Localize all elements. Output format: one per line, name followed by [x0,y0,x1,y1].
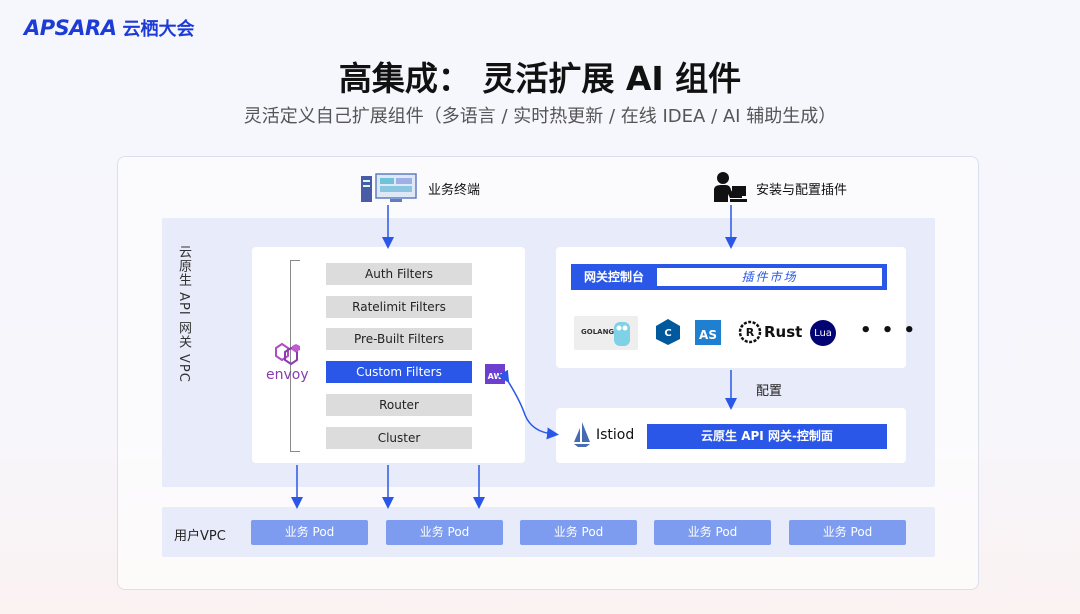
svg-text:R: R [746,326,755,339]
filter-ratelimit[interactable]: Ratelimit Filters [326,296,472,318]
logo-brand: APSARA [24,16,117,40]
assemblyscript-icon: AS [695,320,721,345]
filter-auth[interactable]: Auth Filters [326,263,472,285]
business-pod[interactable]: 业务 Pod [520,520,637,545]
plugin-market-button[interactable]: 插件市场 [657,268,882,286]
lua-icon: Lua [810,320,836,346]
filter-router[interactable]: Router [326,394,472,416]
more-languages-icon: • • • [860,320,918,341]
page-title: 高集成： 灵活扩展 AI 组件 [338,59,742,98]
business-terminal-label: 业务终端 [428,183,481,198]
istiod-label: Istiod [596,427,635,443]
install-plugin-label: 安装与配置插件 [756,183,848,198]
business-pod[interactable]: 业务 Pod [251,520,368,545]
config-label: 配置 [756,384,783,399]
filter-prebuilt[interactable]: Pre-Built Filters [326,328,472,350]
gopher-icon [614,322,630,346]
admin-user-icon [714,172,747,202]
business-terminal-icon [361,173,417,202]
filter-cluster[interactable]: Cluster [326,427,472,449]
gateway-control-plane: 云原生 API 网关-控制面 [647,424,887,449]
gateway-vpc-title: 云原生 API 网关 VPC [176,245,191,383]
logo: APSARA 云栖大会 [24,14,194,42]
logo-cn: 云栖大会 [122,19,195,40]
envoy-logo-icon [275,342,300,366]
business-pod[interactable]: 业务 Pod [386,520,503,545]
page-subtitle: 灵活定义自己扩展组件（多语言 / 实时热更新 / 在线 IDEA / AI 辅助… [243,106,837,127]
user-vpc-label: 用户VPC [174,529,226,544]
istio-sail-icon [574,422,590,447]
filter-chain-bracket [290,260,300,452]
istiod-to-wasm-arrow [497,369,559,440]
rust-label: Rust [764,323,803,341]
rust-logo-icon: R [738,320,762,344]
filter-custom[interactable]: Custom Filters [326,361,472,383]
cpp-icon: C [656,319,680,345]
envoy-label: envoy [266,367,309,383]
golang-label: GOLANG [581,328,615,336]
svg-text:C: C [664,328,671,339]
business-pod[interactable]: 业务 Pod [789,520,906,545]
business-pod[interactable]: 业务 Pod [654,520,771,545]
console-label: 网关控制台 [584,270,645,284]
